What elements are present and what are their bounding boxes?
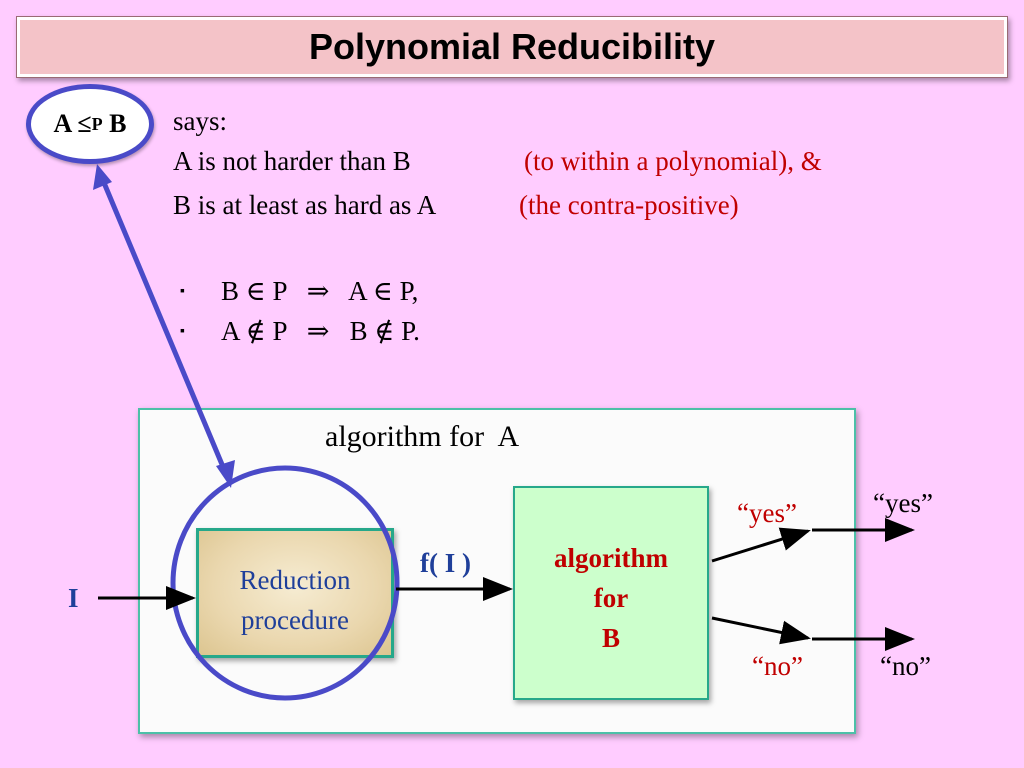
says-text: says:: [173, 106, 227, 136]
reduction-highlight-circle: [170, 465, 400, 701]
notation-left: A ≤: [53, 109, 92, 138]
notation-subscript: P: [91, 113, 103, 134]
algorithm-b-label: algorithm for B: [513, 538, 709, 658]
bullet-marker: ▪: [180, 324, 185, 339]
algorithm-a-label: algorithm for A: [325, 420, 520, 453]
algo-b-line1: algorithm: [554, 543, 668, 573]
inner-no-label: “no”: [752, 651, 803, 681]
no-branch-arrow: [711, 616, 811, 645]
notation-oval: A ≤P B: [26, 84, 154, 164]
algo-b-line3: B: [601, 623, 620, 653]
outer-no-label: “no”: [880, 651, 931, 681]
definition-line1: A is not harder than B: [173, 146, 411, 176]
inner-yes-label: “yes”: [737, 498, 797, 528]
notation-right: B: [102, 109, 127, 138]
bullet-text: A ∉ P ⇒ B ∉ P.: [221, 316, 420, 346]
yes-branch-arrow: [711, 527, 811, 563]
reduction-line2: procedure: [241, 605, 349, 635]
definition-line1-note: (to within a polynomial), &: [524, 146, 822, 176]
definition-line2-note: (the contra-positive): [519, 190, 739, 220]
outer-yes-label: “yes”: [873, 488, 933, 518]
reduction-line1: Reduction: [239, 565, 351, 595]
definition-line2: B is at least as hard as A: [173, 190, 437, 220]
double-arrow-connector: [93, 164, 235, 488]
bullet-marker: ▪: [180, 284, 185, 299]
title-bar: Polynomial Reducibility: [16, 16, 1008, 78]
reduction-procedure-label: Reduction procedure: [196, 560, 394, 640]
reduction-procedure-box: [196, 528, 394, 658]
algo-b-line2: for: [593, 583, 629, 613]
algorithm-b-box: [513, 486, 709, 700]
slide-title: Polynomial Reducibility: [308, 26, 716, 67]
mapped-input-label: f( I ): [420, 548, 471, 578]
bullet-text: B ∈ P ⇒ A ∈ P,: [221, 276, 419, 306]
input-label: I: [68, 583, 79, 613]
